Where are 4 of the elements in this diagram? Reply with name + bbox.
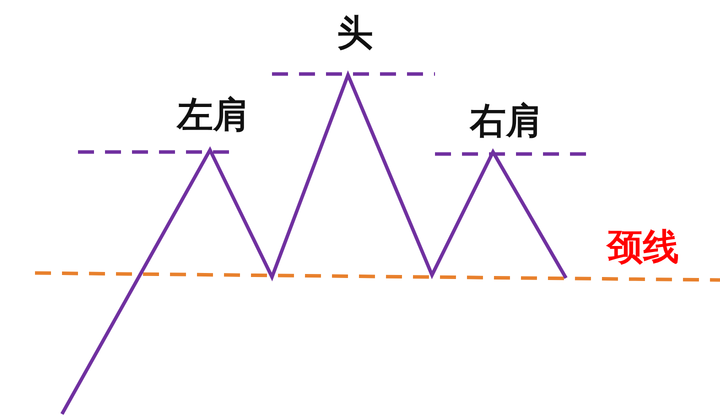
peak-label: 头 (337, 14, 373, 54)
neckline-label: 颈线 (607, 228, 679, 268)
peak-label: 左肩 (177, 96, 249, 136)
peak-label: 右肩 (470, 102, 542, 142)
